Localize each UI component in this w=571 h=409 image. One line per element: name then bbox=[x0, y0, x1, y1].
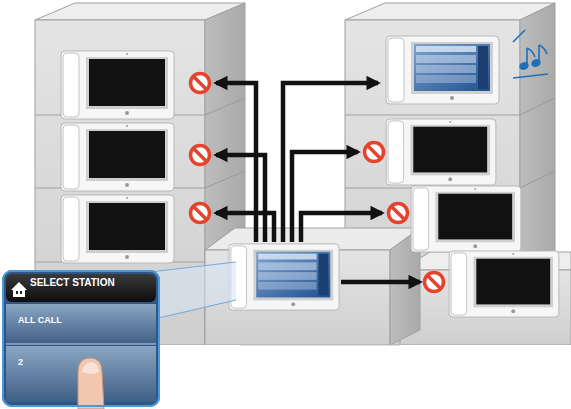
menu-item: 2 bbox=[18, 356, 23, 369]
menu-item: ALL CALL bbox=[18, 314, 62, 327]
menu-row: 2 bbox=[8, 348, 158, 404]
panel-heading: SELECT STATION bbox=[30, 276, 115, 290]
station-select-panel: SELECT STATION ALL CALL 2 bbox=[2, 270, 160, 407]
menu-row: ALL CALL bbox=[8, 306, 158, 346]
